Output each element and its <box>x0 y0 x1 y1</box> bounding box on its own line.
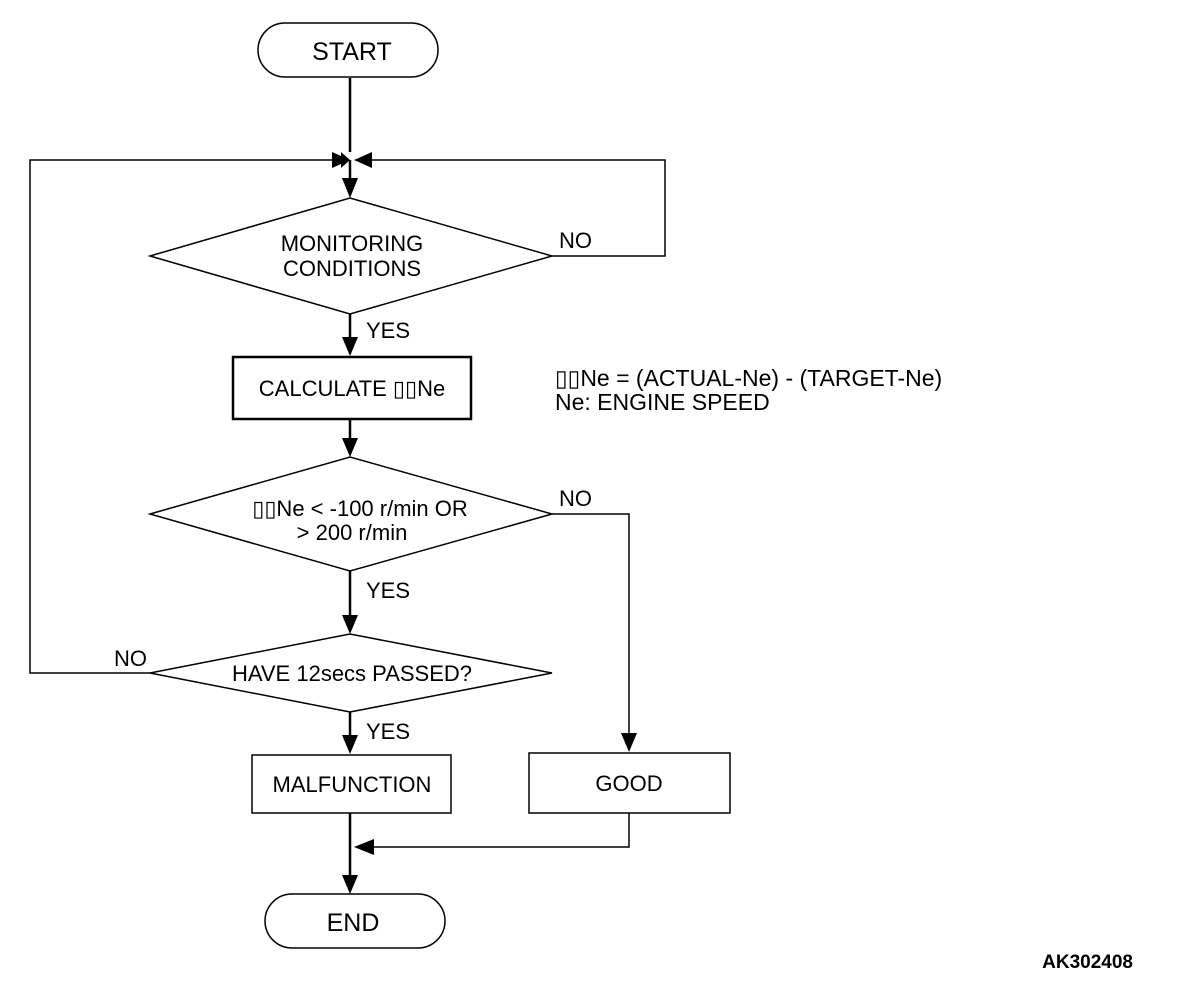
passed-no-loop-line <box>29 159 332 674</box>
monitoring-no-label: NO <box>559 228 592 253</box>
figure-code: AK302408 <box>1042 952 1133 973</box>
malfunction-label: MALFUNCTION <box>273 772 432 797</box>
monitoring-arrowhead <box>342 178 358 198</box>
speed-deviation-decision <box>147 456 555 572</box>
passed-yes-label: YES <box>366 719 410 744</box>
monitoring-no-loop-line <box>372 159 666 257</box>
monitoring-label-line2: CONDITIONS <box>283 256 421 281</box>
good-result <box>528 752 731 814</box>
good-label: GOOD <box>595 771 662 796</box>
end-label: END <box>327 909 380 937</box>
good-merge-arrowhead <box>354 839 374 855</box>
monitoring-conditions-decision <box>147 197 555 315</box>
condition-no-line <box>552 513 630 740</box>
passed-arrowhead <box>342 615 358 634</box>
right-loop-arrowhead <box>354 152 372 168</box>
elapsed-time-decision <box>149 633 553 713</box>
condition-no-label: NO <box>559 486 592 511</box>
passed-no-label: NO <box>114 646 147 671</box>
start-terminal <box>257 22 439 78</box>
condition-label-line1: ▯▯Ne < -100 r/min OR <box>252 496 468 521</box>
calculate-label: CALCULATE ▯▯Ne <box>259 376 445 401</box>
malfunction-result <box>251 754 452 814</box>
start-label: START <box>312 38 392 66</box>
passed-label: HAVE 12secs PASSED? <box>232 661 472 686</box>
end-terminal <box>264 893 446 949</box>
condition-arrowhead <box>342 438 358 457</box>
condition-yes-label: YES <box>366 578 410 603</box>
left-loop-arrowhead <box>332 152 350 168</box>
calculate-arrowhead <box>342 337 358 356</box>
malfunction-arrowhead <box>342 735 358 754</box>
monitoring-yes-label: YES <box>366 318 410 343</box>
formula-note: ▯▯Ne = (ACTUAL-Ne) - (TARGET-Ne) <box>555 365 942 391</box>
condition-label-line2: > 200 r/min <box>297 520 408 545</box>
definition-note: Ne: ENGINE SPEED <box>555 389 770 415</box>
monitoring-label-line1: MONITORING <box>281 231 424 256</box>
good-arrowhead <box>621 733 637 752</box>
good-to-end-line <box>372 813 630 848</box>
calculate-process <box>231 355 473 421</box>
end-arrowhead <box>342 875 358 894</box>
